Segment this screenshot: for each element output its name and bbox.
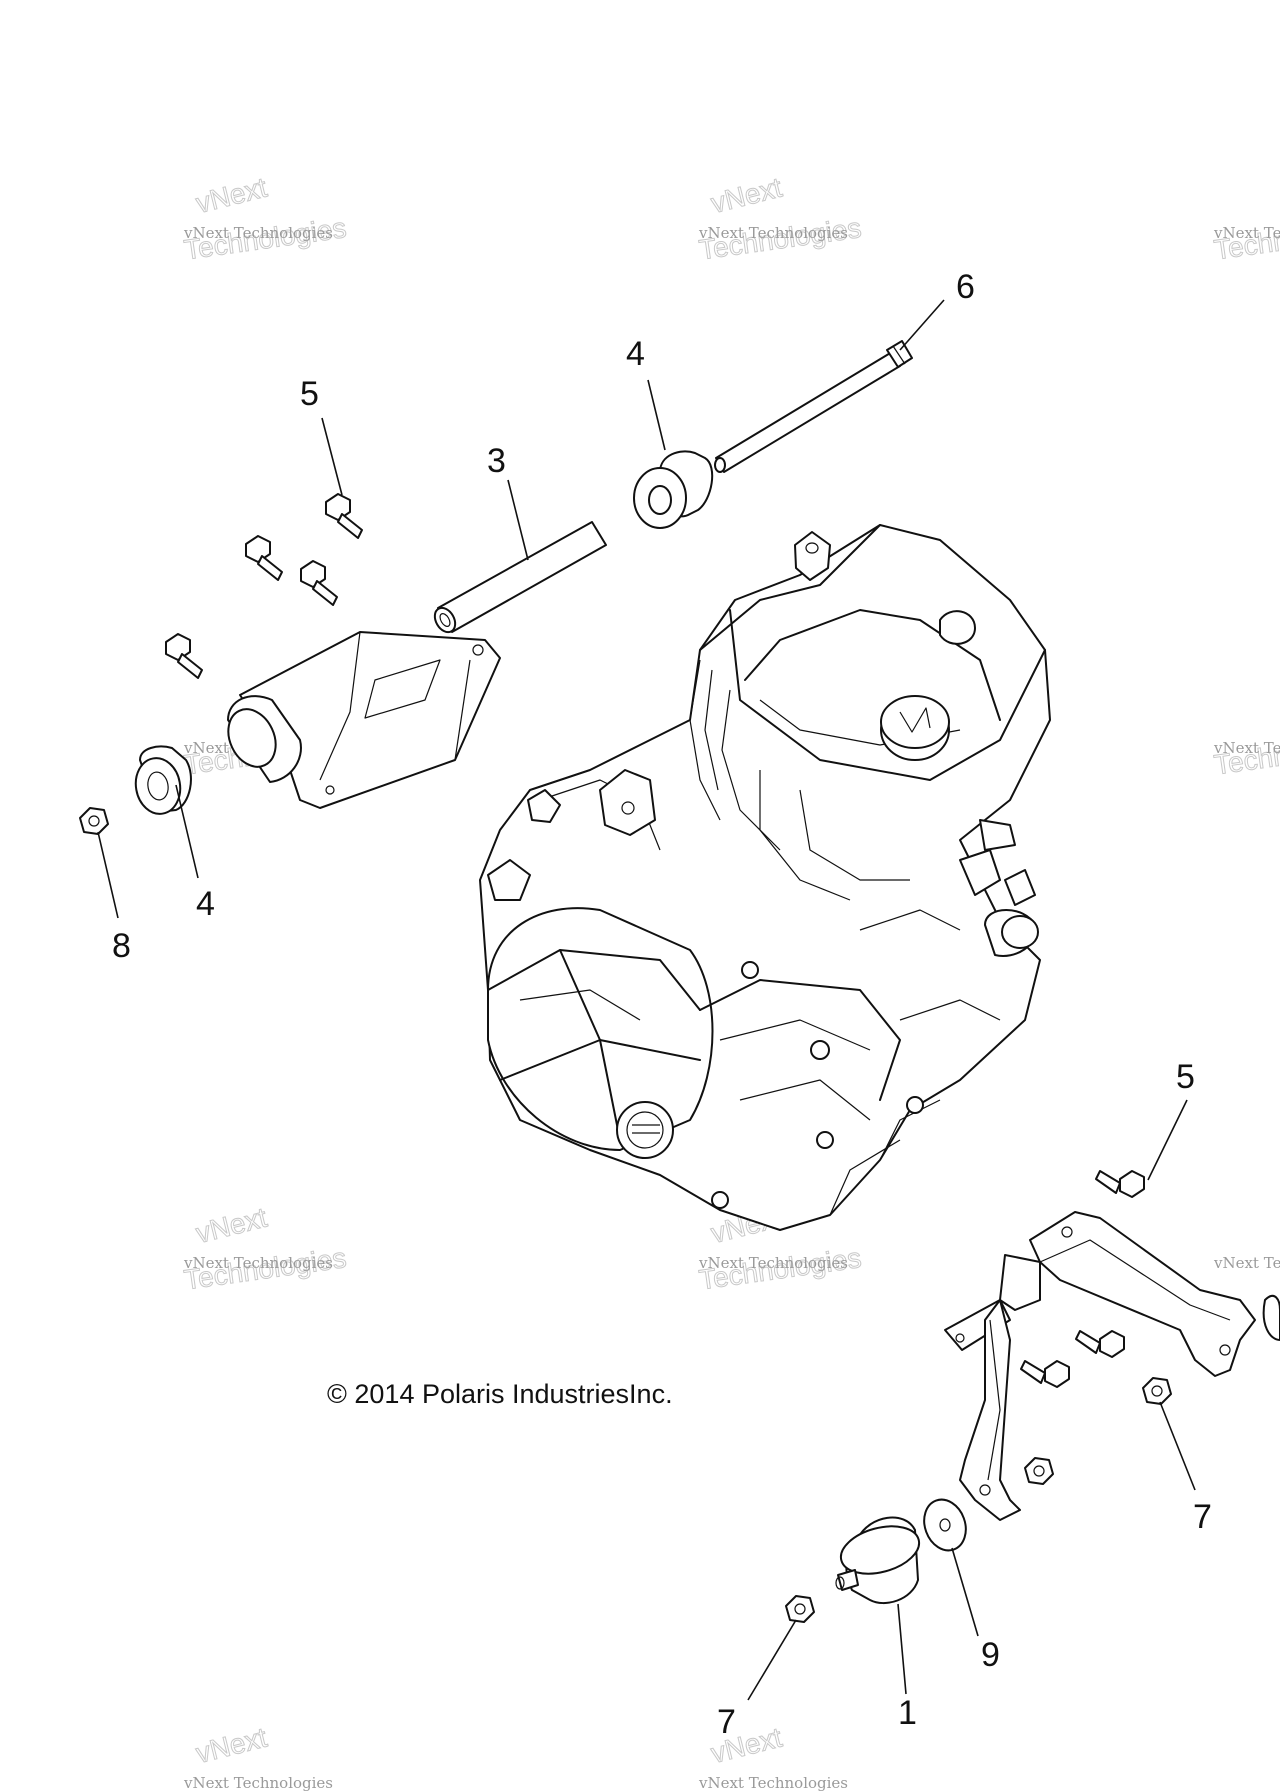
bushing-lower-part [134,745,192,815]
flange-bolt-part [165,633,203,679]
callout-label: 7 [717,1703,736,1741]
copyright-text: © 2014 Polaris IndustriesInc. [327,1379,673,1409]
svg-text:vNext Technologies: vNext Technologies [183,1254,333,1272]
watermark: Technologies vNext vNext Technologies [697,171,864,266]
svg-text:vNext Technologies: vNext Technologies [1213,739,1280,757]
svg-text:vNext Technologies: vNext Technologies [183,1774,333,1792]
lower-mount-bracket-part [944,1211,1280,1521]
callout-label: 5 [1176,1058,1195,1096]
flange-bolt-part [1075,1330,1125,1358]
svg-text:vNext Technologies: vNext Technologies [698,224,848,242]
svg-text:vNext Technologies: vNext Technologies [183,224,333,242]
svg-text:vNext: vNext [193,1722,270,1769]
flange-nut-part [1142,1377,1172,1405]
callout-label: 1 [898,1694,917,1732]
sleeve-part [433,521,607,634]
watermark: Technologies vNext vNext Technologies [182,171,349,266]
svg-text:vNext: vNext [708,172,785,219]
bushing-upper-part [633,450,714,529]
isolator-mount-part [835,1516,921,1605]
callout-label: 8 [112,927,131,965]
watermark: Technologies vNext Technologies [1212,212,1280,266]
svg-text:vNext: vNext [193,172,270,219]
flange-nut-part [785,1595,815,1623]
watermark: vNext vNext Technologies [183,1721,333,1792]
callout-label: 5 [300,375,319,413]
flange-bolt-part [1020,1360,1070,1388]
flange-nut-part [79,807,109,835]
svg-text:vNext Technologies: vNext Technologies [698,1774,848,1792]
callout-label: 4 [196,885,215,923]
leader-lines [97,299,1196,1701]
washer-part [923,1498,967,1552]
upper-mount-bracket-part [227,631,501,809]
watermark: vNext Technologies [1213,1254,1280,1272]
flange-bolt-part [245,535,283,581]
svg-text:vNext: vNext [193,1202,270,1249]
flange-bolt-part [300,560,338,606]
callout-label: 3 [487,442,506,480]
callout-label: 4 [626,335,645,373]
svg-text:vNext Technologies: vNext Technologies [1213,224,1280,242]
svg-text:vNext Technologies: vNext Technologies [698,1254,848,1272]
watermark: Technologies vNext Technologies [1212,727,1280,781]
flange-nut-part [1024,1457,1054,1485]
callout-label: 7 [1193,1498,1212,1536]
callout-label: 9 [981,1636,1000,1674]
engine-assembly [479,524,1051,1231]
callout-label: 6 [956,268,975,306]
flange-bolt-part [325,493,363,539]
watermark: Technologies vNext vNext Technologies [182,1201,349,1296]
callout-labels: 6 4 5 3 4 8 5 7 9 7 1 [112,268,1212,1741]
svg-text:vNext Technologies: vNext Technologies [1213,1254,1280,1272]
rod-bolt-part [714,340,913,473]
flange-bolt-part [1095,1170,1145,1198]
